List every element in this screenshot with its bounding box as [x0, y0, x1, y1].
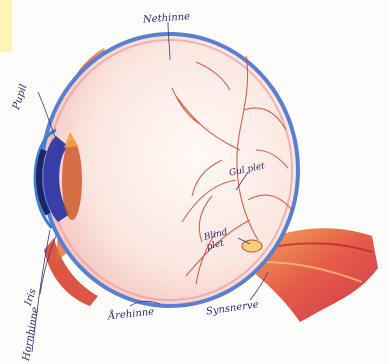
lens	[62, 140, 82, 220]
sticky-note	[0, 0, 12, 52]
